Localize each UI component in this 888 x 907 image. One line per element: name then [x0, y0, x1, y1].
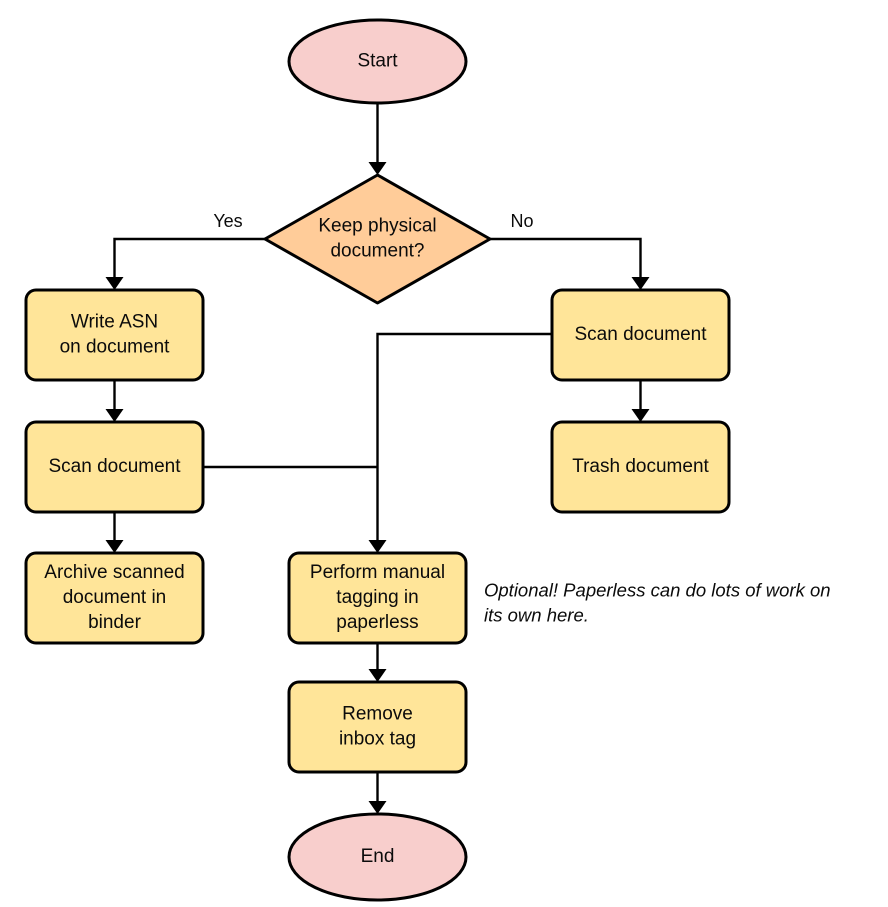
edges-layer: Yes No [105, 103, 650, 814]
node-shape-rect [24, 551, 205, 645]
node-shape-rect [24, 288, 205, 382]
node-label-scan-document-left: Scan document [48, 456, 181, 477]
edge-write-asn-to-scan-document-left [105, 380, 124, 422]
node-scan-document-right[interactable]: Scan document [550, 288, 731, 382]
node-end[interactable]: End [287, 812, 468, 902]
annotations-layer: Optional! Paperless can do lots of work … [484, 579, 831, 625]
node-shape-rect [550, 288, 731, 382]
node-shape-rect [287, 680, 468, 774]
edge-scan-document-left-to-archive [105, 512, 124, 553]
edge-remove-inbox-tag-to-end [368, 772, 387, 814]
edge-scan-document-right-to-tagging [368, 332, 552, 553]
edge-decision-yes-to-write-asn: Yes [105, 211, 265, 290]
node-label-trash-document: Trash document [572, 456, 709, 477]
edge-start-to-decision [368, 103, 387, 175]
node-shape-ellipse [287, 812, 468, 902]
node-label-end: End [361, 846, 395, 867]
edge-tagging-to-remove-inbox-tag [368, 643, 387, 682]
edge-label-decision-yes-to-write-asn: Yes [213, 211, 242, 231]
node-start[interactable]: Start [287, 18, 468, 105]
edge-label-decision-no-to-scan-document-right: No [510, 211, 533, 231]
edge-decision-no-to-scan-document-right: No [490, 211, 650, 290]
node-trash-document[interactable]: Trash document [550, 420, 731, 514]
edge-scan-document-right-to-trash [631, 380, 650, 422]
node-label-scan-document-right: Scan document [574, 324, 707, 345]
node-shape-rect [24, 420, 205, 514]
node-shape-ellipse [287, 18, 468, 105]
node-scan-document-left[interactable]: Scan document [24, 420, 205, 514]
node-label-start: Start [357, 51, 398, 72]
node-shape-rect [287, 551, 468, 645]
node-shape-rect [550, 420, 731, 514]
node-shape-diamond [263, 173, 492, 305]
annotation-optional-note: Optional! Paperless can do lots of work … [484, 579, 831, 625]
